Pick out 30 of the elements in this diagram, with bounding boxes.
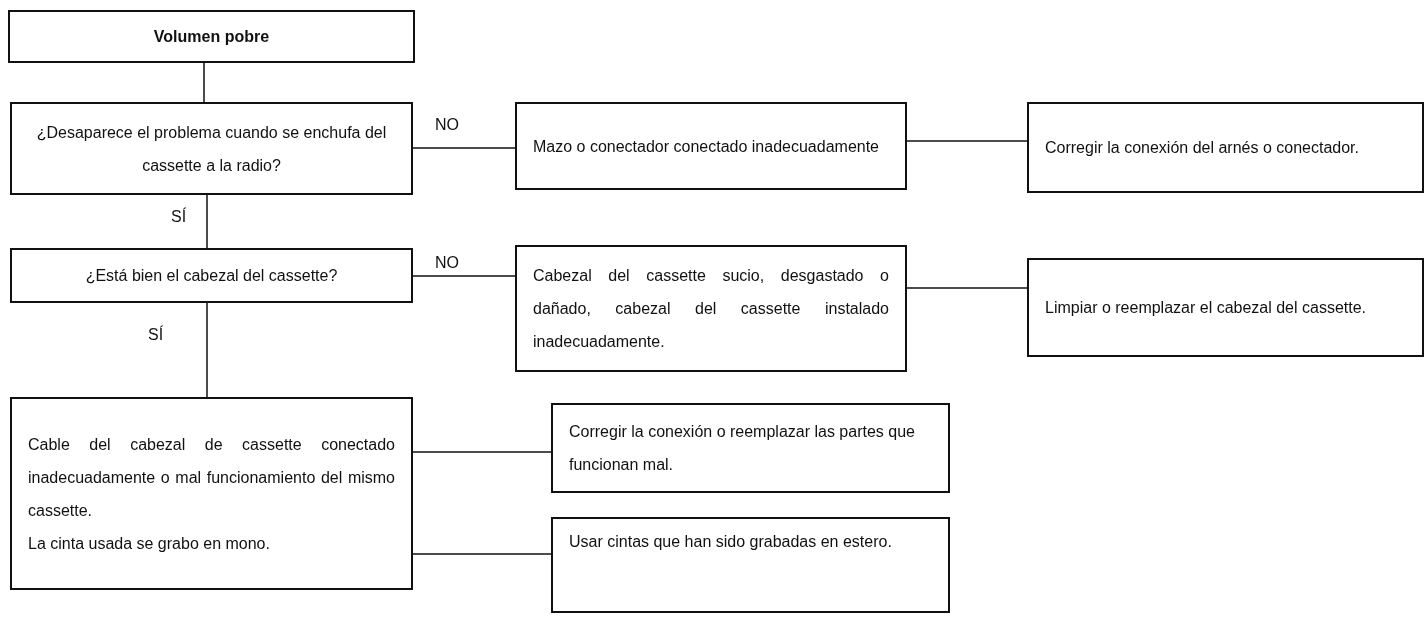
process-box [515,102,907,190]
process-box [551,517,950,613]
connector-line [906,287,1028,289]
process-box [1027,102,1424,193]
box-text: ¿Desaparece el problema cuando se enchufa del cassette a la radio? [35,122,388,176]
question-box [10,248,413,303]
box-text: Corregir la conexión o reemplazar las partes que funcionan mal. [569,422,916,475]
box-text: Limpiar o reemplazar el cabezal del cassette. [1045,298,1368,318]
connector-line [206,194,208,249]
connector-line [203,62,205,103]
process-box [551,403,950,493]
connector-line [412,553,552,555]
box-text: La cinta usada se grabo en mono. [28,533,271,554]
process-box [1027,258,1424,357]
box-text: Cable del cabezal de cassette conectado inadecuadamente o mal funcionamiento del mismo cassette. [28,434,395,521]
connector-line [206,302,208,398]
connector-line [412,451,552,453]
connector-line [906,140,1028,142]
title-box [8,10,415,63]
box-text: Volumen pobre [152,27,271,47]
process-box [515,245,907,372]
box-text: Mazo o conectador conectado inadecuadamente [533,136,880,157]
box-text: Usar cintas que han sido grabadas en estero. [569,532,893,552]
box-text: Corregir la conexión del arnés o conectador. [1045,138,1360,158]
box-text: Cabezal del cassette sucio, desgastado o dañado, cabezal del cassette instalado inadecuadamente. [533,266,889,352]
connector-line [412,147,516,149]
process-box [10,397,413,590]
box-text: ¿Está bien el cabezal del cassette? [84,266,339,286]
connector-line [412,275,516,277]
question-box [10,102,413,195]
